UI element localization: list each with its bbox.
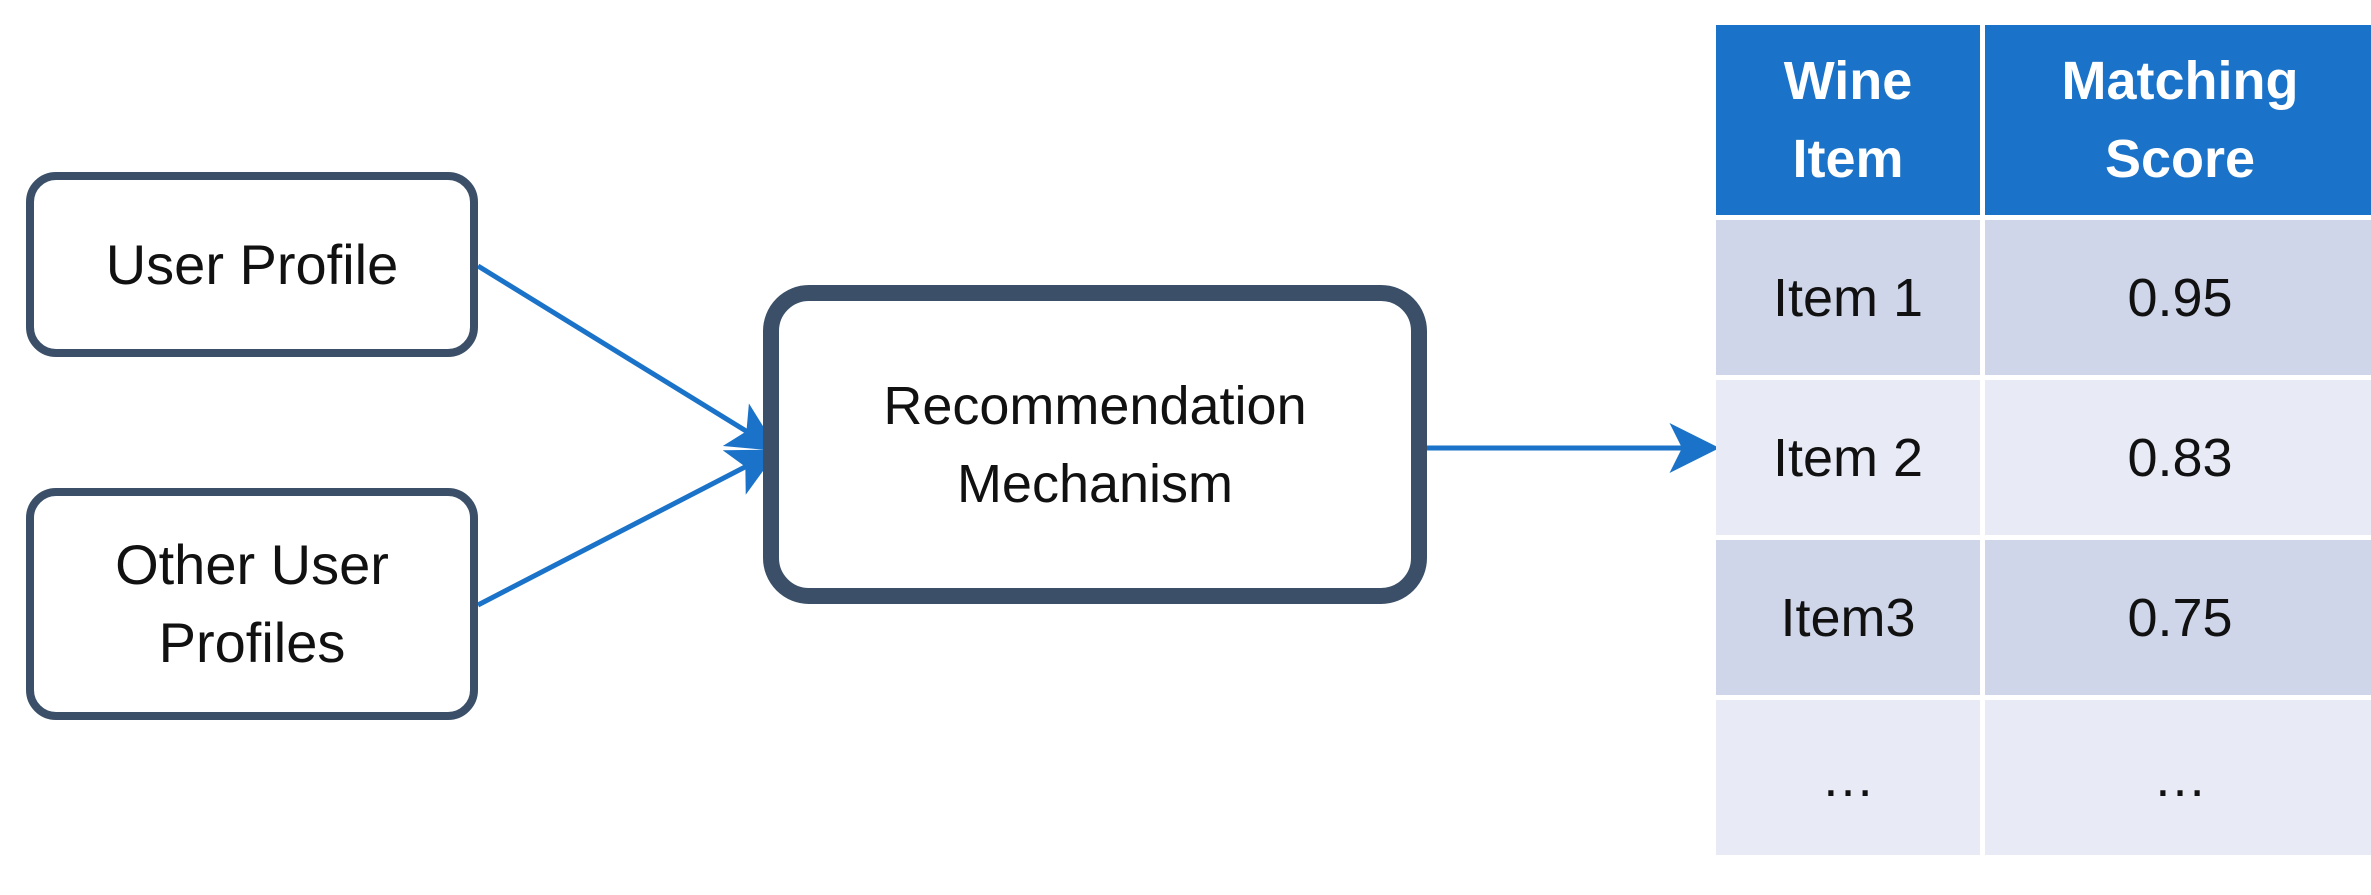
table-row: Item 2 0.83 [1716, 380, 2371, 535]
user-profile-node: User Profile [26, 172, 478, 357]
recommendation-mechanism-node: Recommendation Mechanism [763, 285, 1427, 604]
matching-score-cell: 0.83 [1985, 380, 2371, 535]
column-header-matching-score: Matching Score [1985, 25, 2371, 215]
matching-score-cell: 0.95 [1985, 220, 2371, 375]
wine-item-cell: Item3 [1716, 540, 1980, 695]
recommendation-mechanism-label: Recommendation Mechanism [883, 375, 1307, 514]
table-row: … … [1716, 700, 2371, 855]
user-profile-label: User Profile [105, 232, 399, 296]
table-row: Item 1 0.95 [1716, 220, 2371, 375]
table-header-row: Wine Item Matching Score [1716, 25, 2371, 215]
arrow-user-profile-to-mechanism [476, 263, 779, 451]
wine-item-cell: Item 2 [1716, 380, 1980, 535]
column-header-wine-item: Wine Item [1716, 25, 1980, 215]
matching-score-cell: … [1985, 700, 2371, 855]
wine-item-cell: Item 1 [1716, 220, 1980, 375]
arrow-other-profiles-to-mechanism [476, 449, 779, 608]
matching-score-table: Wine Item Matching Score Item 1 0.95 Ite… [1711, 20, 2371, 860]
other-user-profiles-node: Other User Profiles [26, 488, 478, 720]
other-user-profiles-label: Other User Profiles [115, 533, 389, 674]
matching-score-cell: 0.75 [1985, 540, 2371, 695]
wine-item-cell: … [1716, 700, 1980, 855]
table-row: Item3 0.75 [1716, 540, 2371, 695]
